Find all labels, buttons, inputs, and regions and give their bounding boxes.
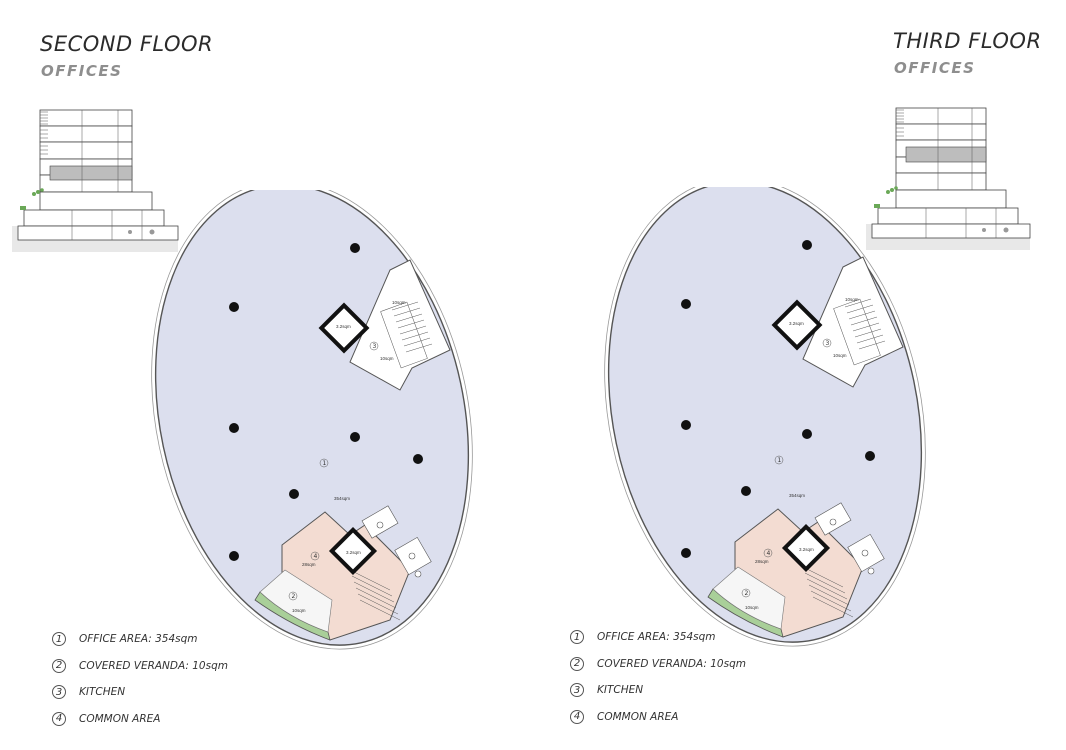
third-floor-sheet: THIRD FLOOR OFFICES <box>533 0 1066 750</box>
kitchen-core-label: 3.2sqm <box>789 321 804 326</box>
legend-text: OFFICE AREA: 354sqm <box>79 633 198 646</box>
plan-marker-common: 4 <box>763 548 773 558</box>
office-area-label: 354sqm <box>334 496 350 501</box>
second-floor-sheet: SECOND FLOOR OFFICES <box>12 32 473 732</box>
plan-marker-office: 1 <box>319 458 329 468</box>
legend-item: 3 KITCHEN <box>570 677 746 704</box>
kitchen-core-wall <box>318 302 370 354</box>
svg-text:2: 2 <box>745 590 749 597</box>
veranda-area-label: 10sqm <box>745 605 759 610</box>
svg-text:3: 3 <box>373 343 377 350</box>
plan-marker-veranda: 2 <box>288 591 298 601</box>
legend-number: 1 <box>52 632 66 647</box>
floor-subtitle: OFFICES <box>894 59 976 77</box>
legend-text: OFFICE AREA: 354sqm <box>597 631 716 644</box>
floor-subtitle: OFFICES <box>41 62 123 80</box>
building-section-thumbnail <box>866 107 1031 250</box>
svg-text:2: 2 <box>292 593 296 600</box>
plan-marker-kitchen: 3 <box>822 338 832 348</box>
common-stair <box>802 566 854 618</box>
svg-text:1: 1 <box>778 457 782 464</box>
kitchen-area-label: 10sqm <box>380 356 394 361</box>
legend-number: 2 <box>570 656 584 671</box>
legend-text: COMMON AREA <box>597 710 679 723</box>
common-area-label: 28sqm <box>302 562 316 567</box>
plan-marker-common: 4 <box>310 551 320 561</box>
plan-marker-office: 1 <box>774 455 784 465</box>
legend-number: 3 <box>52 685 66 700</box>
common-area-label: 28sqm <box>755 559 769 564</box>
plan-marker-kitchen: 3 <box>369 341 379 351</box>
floor-title: THIRD FLOOR <box>893 29 1042 53</box>
kitchen-stair-area-label: 10sqm <box>845 297 859 302</box>
kitchen-core-wall <box>771 299 823 351</box>
legend-item: 2 COVERED VERANDA: 10sqm <box>52 653 228 680</box>
legend-number: 3 <box>570 683 584 698</box>
common-core-label: 3.2sqm <box>799 547 814 552</box>
legend-number: 2 <box>52 658 66 673</box>
legend-item: 4 COMMON AREA <box>570 704 746 731</box>
veranda-area-label: 10sqm <box>292 608 306 613</box>
office-area-label: 354sqm <box>789 493 805 498</box>
building-section-thumbnail <box>12 109 179 252</box>
kitchen-stair <box>380 301 433 369</box>
legend-text: COMMON AREA <box>79 712 161 725</box>
svg-text:1: 1 <box>323 460 327 467</box>
legend-number: 4 <box>52 711 66 726</box>
second-floor-plan: 354sqm 10sqm 10sqm 3.2sqm 3.2sqm 28sqm 1… <box>151 190 473 650</box>
svg-text:4: 4 <box>314 553 318 560</box>
columns <box>681 240 875 558</box>
columns <box>229 243 423 561</box>
area-legend: 1 OFFICE AREA: 354sqm 2 COVERED VERANDA:… <box>570 624 746 730</box>
legend-item: 2 COVERED VERANDA: 10sqm <box>570 651 746 678</box>
legend-text: COVERED VERANDA: 10sqm <box>597 657 746 670</box>
area-legend: 1 OFFICE AREA: 354sqm 2 COVERED VERANDA:… <box>52 626 228 732</box>
kitchen-stair-area-label: 10sqm <box>392 300 406 305</box>
plan-marker-veranda: 2 <box>741 588 751 598</box>
toilets <box>361 505 432 578</box>
kitchen-stair <box>833 298 886 366</box>
legend-item: 1 OFFICE AREA: 354sqm <box>52 626 228 653</box>
legend-item: 3 KITCHEN <box>52 679 228 706</box>
legend-text: KITCHEN <box>597 684 644 697</box>
svg-text:4: 4 <box>767 550 771 557</box>
toilets <box>814 502 885 575</box>
floor-title: SECOND FLOOR <box>40 32 214 56</box>
common-core-label: 3.2sqm <box>346 550 361 555</box>
common-core-wall <box>328 526 378 576</box>
common-stair <box>349 569 401 621</box>
kitchen-area-label: 10sqm <box>833 353 847 358</box>
legend-item: 1 OFFICE AREA: 354sqm <box>570 624 746 651</box>
svg-text:3: 3 <box>826 340 830 347</box>
third-floor-plan: 354sqm 10sqm 10sqm 3.2sqm 3.2sqm 28sqm 1… <box>604 187 926 647</box>
common-core-wall <box>781 523 831 573</box>
legend-item: 4 COMMON AREA <box>52 706 228 733</box>
legend-text: KITCHEN <box>79 686 126 699</box>
legend-number: 1 <box>570 630 584 645</box>
legend-number: 4 <box>570 709 584 724</box>
legend-text: COVERED VERANDA: 10sqm <box>79 659 228 672</box>
kitchen-core-label: 3.2sqm <box>336 324 351 329</box>
